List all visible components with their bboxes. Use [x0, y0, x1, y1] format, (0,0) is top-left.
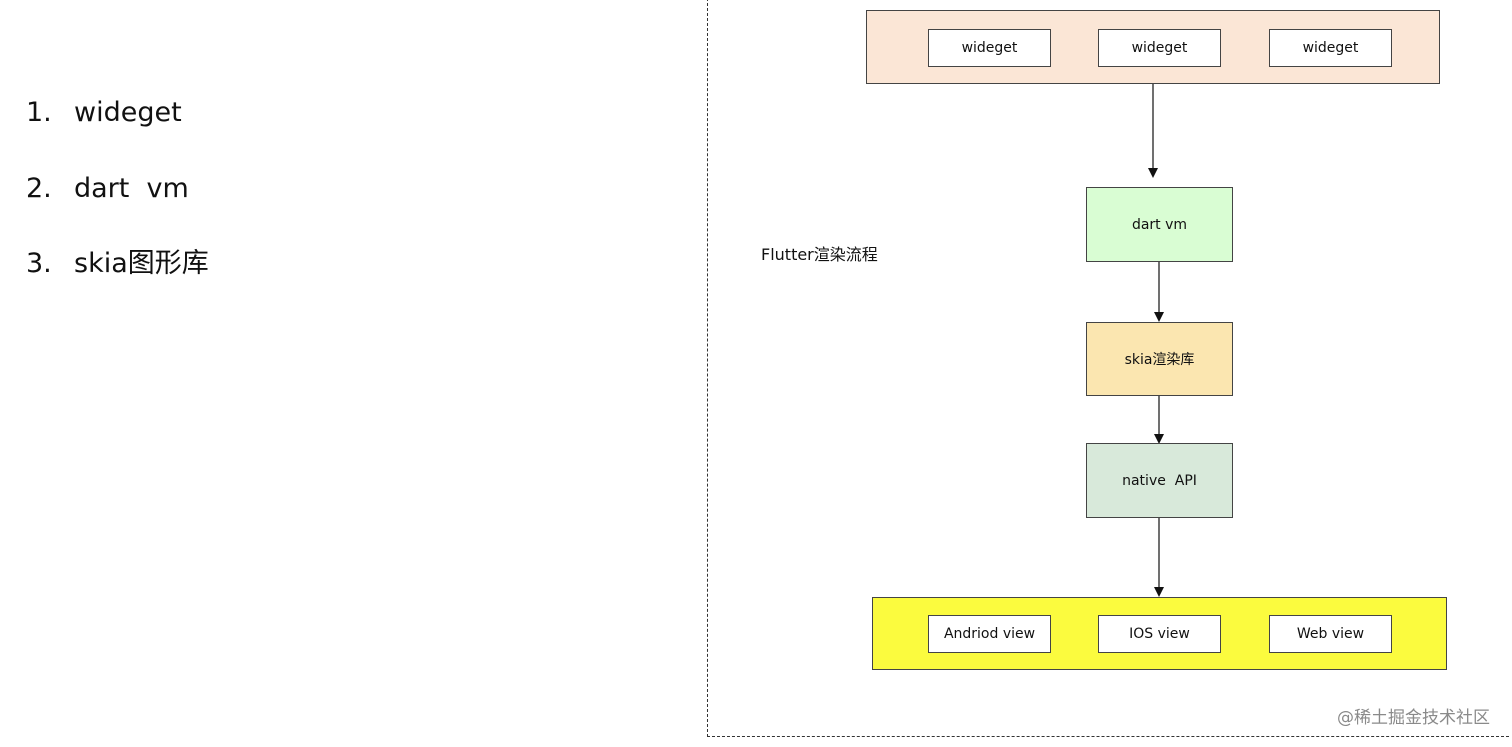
list-item: 2. dart vm: [26, 172, 189, 206]
widget-node: wideget: [928, 29, 1051, 67]
platform-view-label: Web view: [1296, 626, 1365, 642]
widget-node-label: wideget: [1131, 40, 1188, 56]
platform-view-label: IOS view: [1129, 626, 1190, 642]
platform-view-node: Web view: [1269, 615, 1392, 653]
step-label: native API: [1122, 472, 1197, 489]
diagram-title: Flutter渲染流程: [761, 245, 878, 264]
widget-node: wideget: [1269, 29, 1392, 67]
step-dart-vm: dart vm: [1086, 187, 1233, 262]
step-skia: skia渲染库: [1086, 322, 1233, 396]
step-label: skia渲染库: [1124, 352, 1195, 368]
list-item-text: dart vm: [74, 173, 189, 204]
widget-node: wideget: [1098, 29, 1221, 67]
step-label: dart vm: [1131, 216, 1188, 233]
list-item-number: 1.: [26, 97, 52, 128]
platform-view-label: Andriod view: [943, 626, 1036, 642]
list-item-text: skia图形库: [74, 248, 209, 279]
diagram-frame: [707, 0, 1509, 737]
watermark: @稀土掘金技术社区: [1337, 708, 1490, 728]
platform-view-layer: Andriod view IOS view Web view: [872, 597, 1447, 670]
list-item-text: wideget: [74, 97, 182, 128]
widget-node-label: wideget: [1302, 40, 1359, 56]
list-item-number: 2.: [26, 173, 52, 204]
widget-layer: wideget wideget wideget: [866, 10, 1440, 84]
step-native-api: native API: [1086, 443, 1233, 518]
list-item: 1. wideget: [26, 96, 182, 130]
platform-view-node: Andriod view: [928, 615, 1051, 653]
list-item-number: 3.: [26, 248, 52, 279]
list-item: 3. skia图形库: [26, 247, 209, 281]
platform-view-node: IOS view: [1098, 615, 1221, 653]
widget-node-label: wideget: [961, 40, 1018, 56]
